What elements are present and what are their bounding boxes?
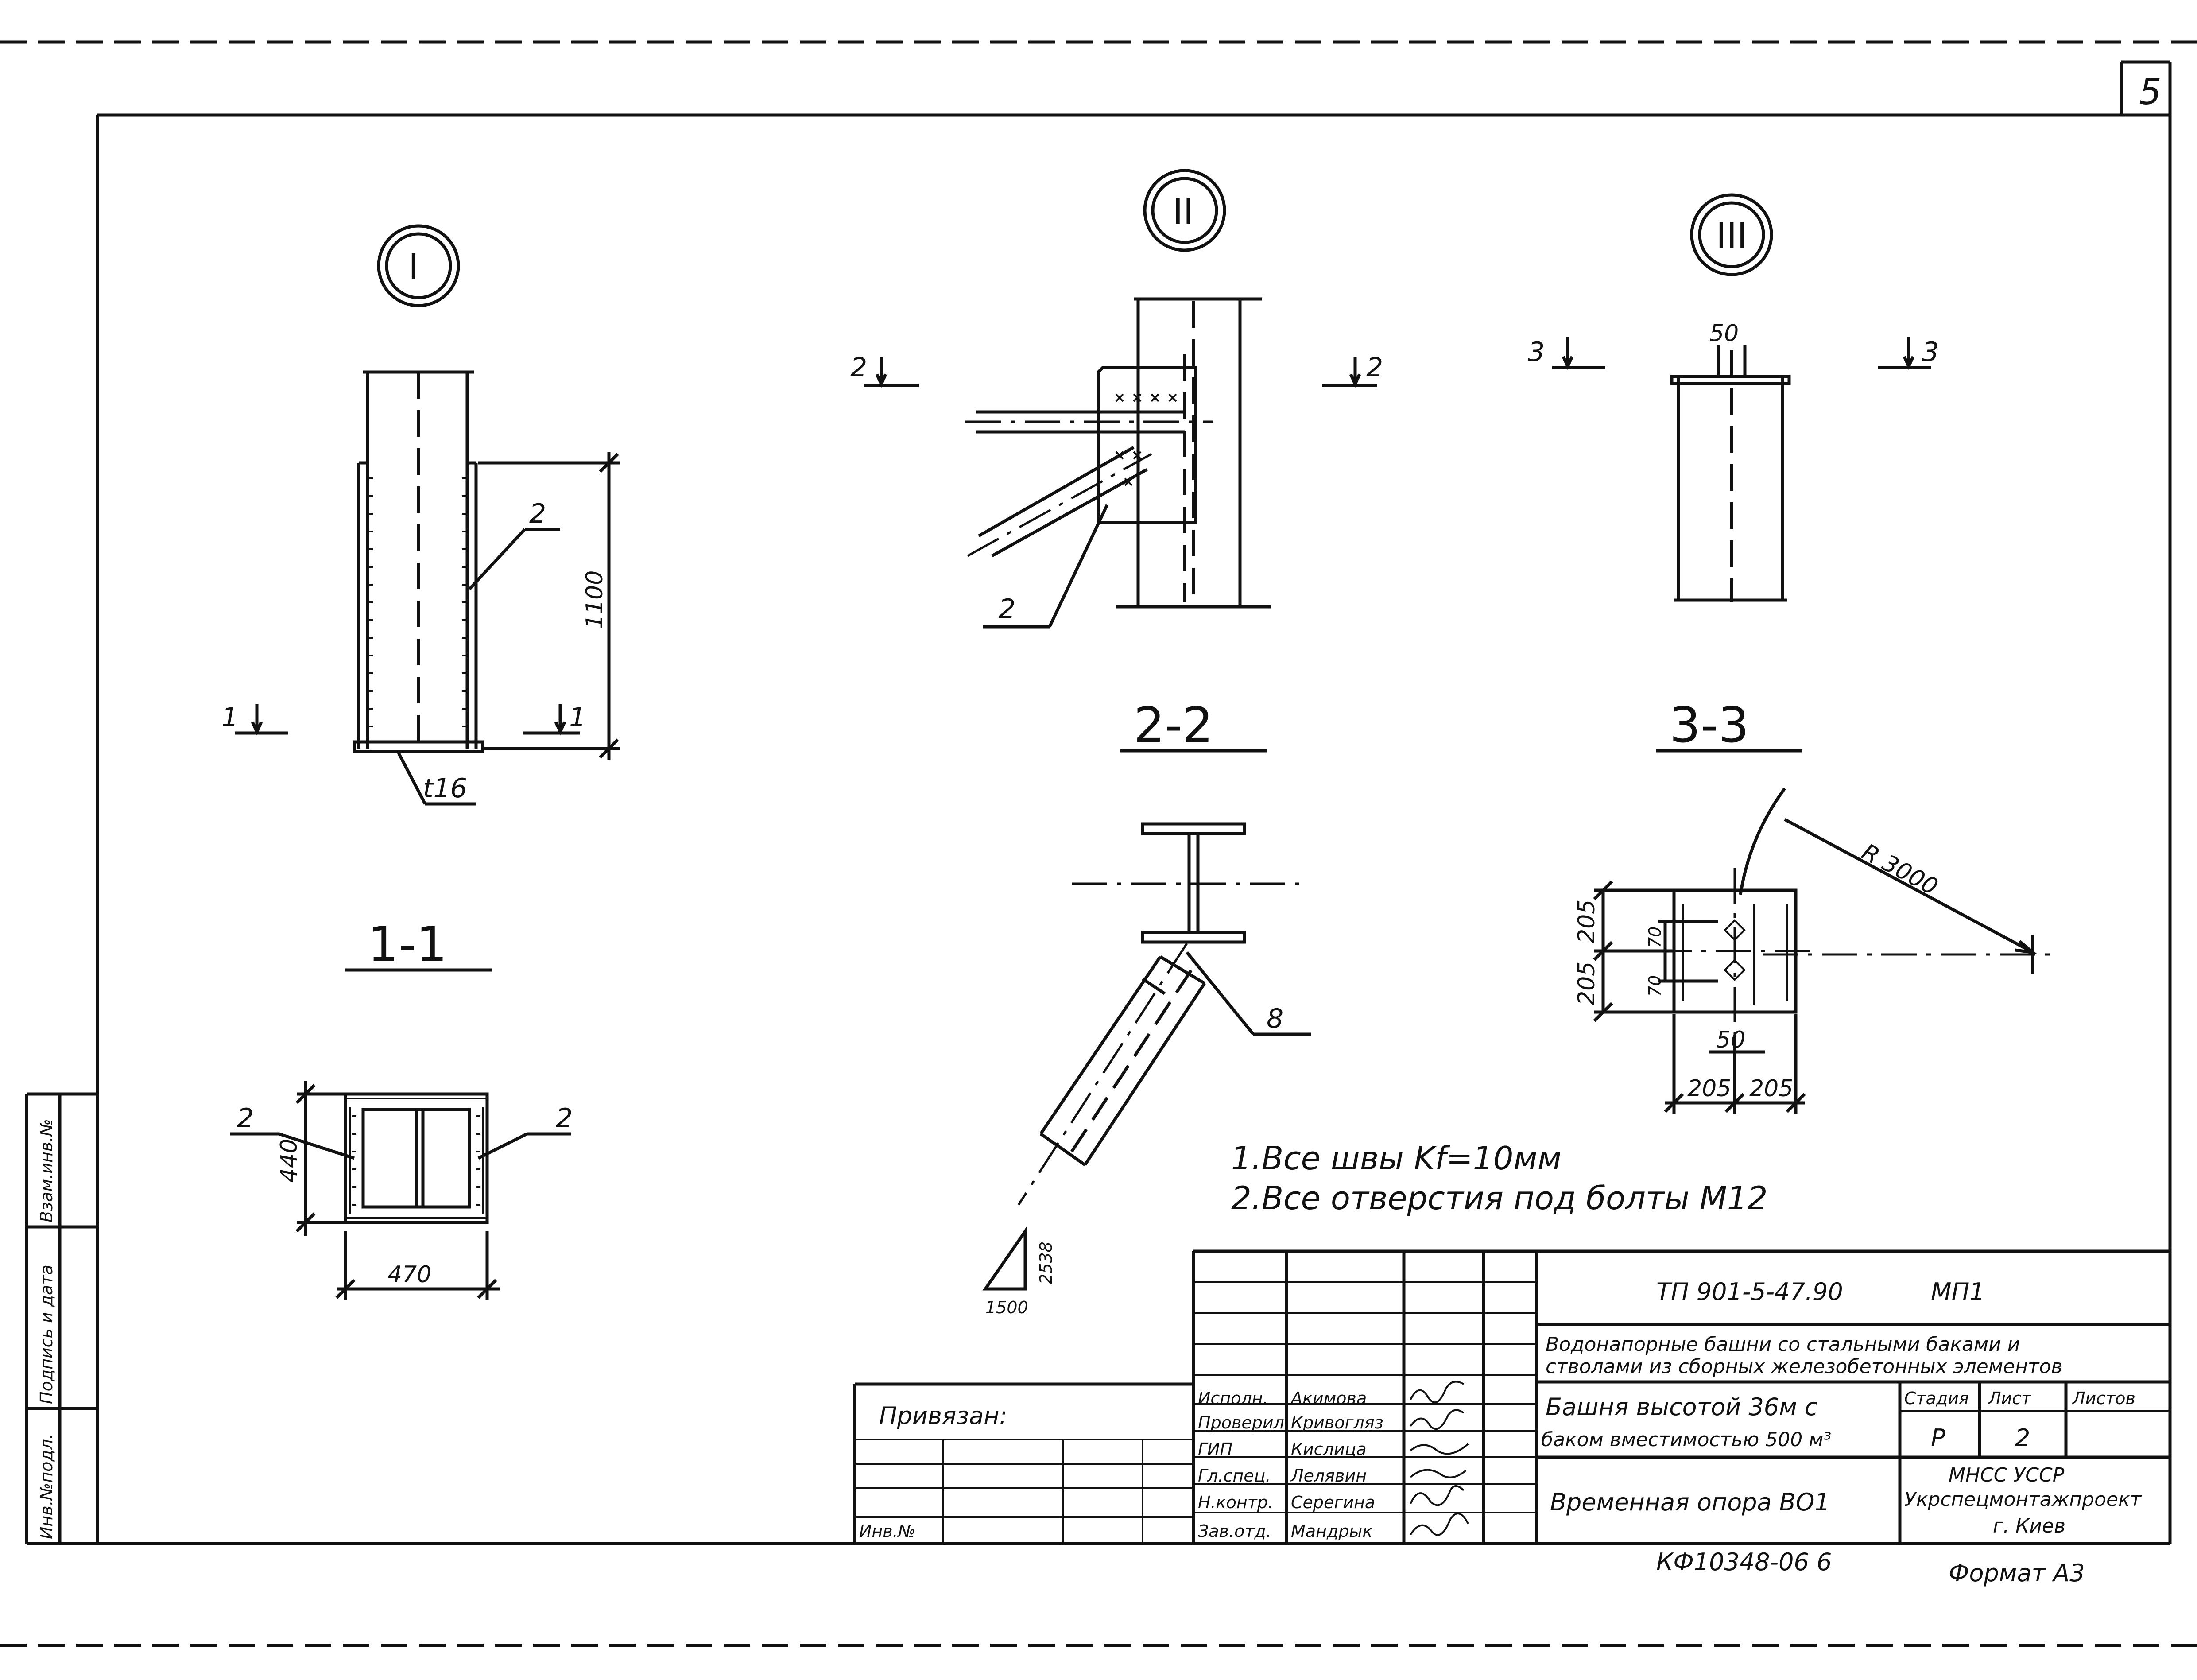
view-1-section-left: 1	[221, 702, 238, 733]
view-3-dim-top: 50	[1709, 320, 1739, 347]
view-2-section-right: 2	[1366, 352, 1383, 383]
section-2-2-leader-label: 8	[1267, 1003, 1283, 1034]
section-2-2-slope-horizontal: 1500	[985, 1298, 1028, 1317]
view-2-marker: II	[1173, 191, 1193, 232]
view-1-marker: I	[408, 246, 419, 287]
role-name-2: Кривогляз	[1291, 1413, 1383, 1432]
section-3-3-dim-205c: 205	[1687, 1075, 1731, 1102]
section-1-1-dim-width: 470	[387, 1261, 431, 1288]
view-2-section-left: 2	[850, 352, 867, 383]
title-sheets-header: Листов	[2072, 1389, 2135, 1408]
title-block-grid	[853, 1249, 2170, 1544]
role-name-5: Серегина	[1291, 1493, 1375, 1512]
section-1-1-dim-height: 440	[276, 1139, 302, 1183]
view-1	[235, 224, 620, 806]
title-sheet-header: Лист	[1988, 1389, 2032, 1408]
section-2-2	[982, 749, 1311, 1291]
role-label-4: Гл.спец.	[1198, 1466, 1271, 1486]
title-object-line2: баком вместимостью 500 м³	[1541, 1428, 1831, 1451]
section-1-1-leader-left: 2	[237, 1103, 254, 1134]
left-strip	[25, 1092, 99, 1544]
note-2: 2.Все отверстия под болты М12	[1231, 1179, 1767, 1217]
strip-sign-date: Подпись и дата	[37, 1265, 56, 1404]
section-3-3-dim-205a: 205	[1573, 900, 1600, 943]
title-project-line1: Водонапорные башни со стальными баками и	[1546, 1333, 2020, 1356]
title-sheet-title: Временная опора ВО1	[1550, 1488, 1830, 1516]
title-doc-code: ТП 901-5-47.90	[1656, 1278, 1843, 1306]
title-org-line2: Укрспецмонтажпроект	[1904, 1488, 2142, 1511]
title-stage-value: Р	[1931, 1424, 1945, 1452]
view-3-section-left: 3	[1528, 337, 1545, 368]
section-3-3-dim-70a: 70	[1645, 927, 1665, 948]
title-doc-mark: МП1	[1931, 1278, 1985, 1306]
title-object-line1: Башня высотой 36м с	[1546, 1393, 1818, 1421]
section-3-3-dim-205d: 205	[1749, 1075, 1793, 1102]
view-1-plate-label: t16	[423, 773, 467, 804]
section-3-3-dim-50: 50	[1716, 1027, 1745, 1053]
signatures	[1410, 1381, 1469, 1536]
title-org-line1: МНСС УССР	[1949, 1464, 2065, 1486]
title-sheet-value: 2	[2015, 1424, 2030, 1452]
section-3-3-dim-70b: 70	[1645, 975, 1665, 997]
view-1-section-right: 1	[569, 702, 586, 733]
title-privyazan: Привязан:	[879, 1402, 1007, 1430]
role-name-6: Мандрык	[1291, 1521, 1372, 1541]
format-label: Формат А3	[1949, 1559, 2085, 1587]
view-3-marker: III	[1716, 215, 1748, 256]
section-2-2-title: 2-2	[1134, 697, 1213, 753]
archive-code: КФ10348-06 6	[1656, 1548, 1832, 1576]
section-3-3-dim-205b: 205	[1573, 962, 1600, 1005]
strip-replace-inv: Взам.инв.№	[37, 1119, 56, 1222]
view-1-leader-label: 2	[529, 498, 546, 529]
section-3-3-radius: R 3000	[1857, 839, 1942, 901]
section-1-1	[230, 968, 571, 1300]
section-2-2-slope-vertical: 2538	[1036, 1242, 1056, 1284]
role-label-1: Исполн.	[1198, 1389, 1268, 1408]
view-2-leader-label: 2	[999, 594, 1015, 625]
view-3	[1552, 193, 1931, 602]
role-label-3: ГИП	[1198, 1439, 1232, 1459]
role-label-2: Проверил	[1198, 1413, 1284, 1432]
role-name-3: Кислица	[1291, 1439, 1367, 1459]
section-3-3	[1593, 749, 2055, 1114]
role-label-6: Зав.отд.	[1198, 1521, 1271, 1541]
title-org-line3: г. Киев	[1993, 1515, 2065, 1537]
page-number: 5	[2139, 71, 2162, 113]
section-1-1-title: 1-1	[368, 916, 447, 973]
note-1: 1.Все швы Kf=10мм	[1231, 1140, 1562, 1177]
view-3-section-right: 3	[1922, 337, 1939, 368]
section-1-1-leader-right: 2	[556, 1103, 573, 1134]
title-project-line2: стволами из сборных железобетонных элеме…	[1546, 1355, 2062, 1378]
view-2	[864, 169, 1377, 629]
strip-inv-orig: Инв.№подл.	[37, 1434, 56, 1539]
role-label-5: Н.контр.	[1198, 1493, 1273, 1512]
role-name-1: Акимова	[1290, 1389, 1367, 1408]
title-stage-header: Стадия	[1904, 1389, 1969, 1408]
view-1-dim-height: 1100	[581, 570, 608, 629]
role-name-4: Лелявин	[1290, 1466, 1367, 1486]
title-inv-no: Инв.№	[859, 1521, 915, 1541]
section-3-3-title: 3-3	[1670, 697, 1749, 753]
